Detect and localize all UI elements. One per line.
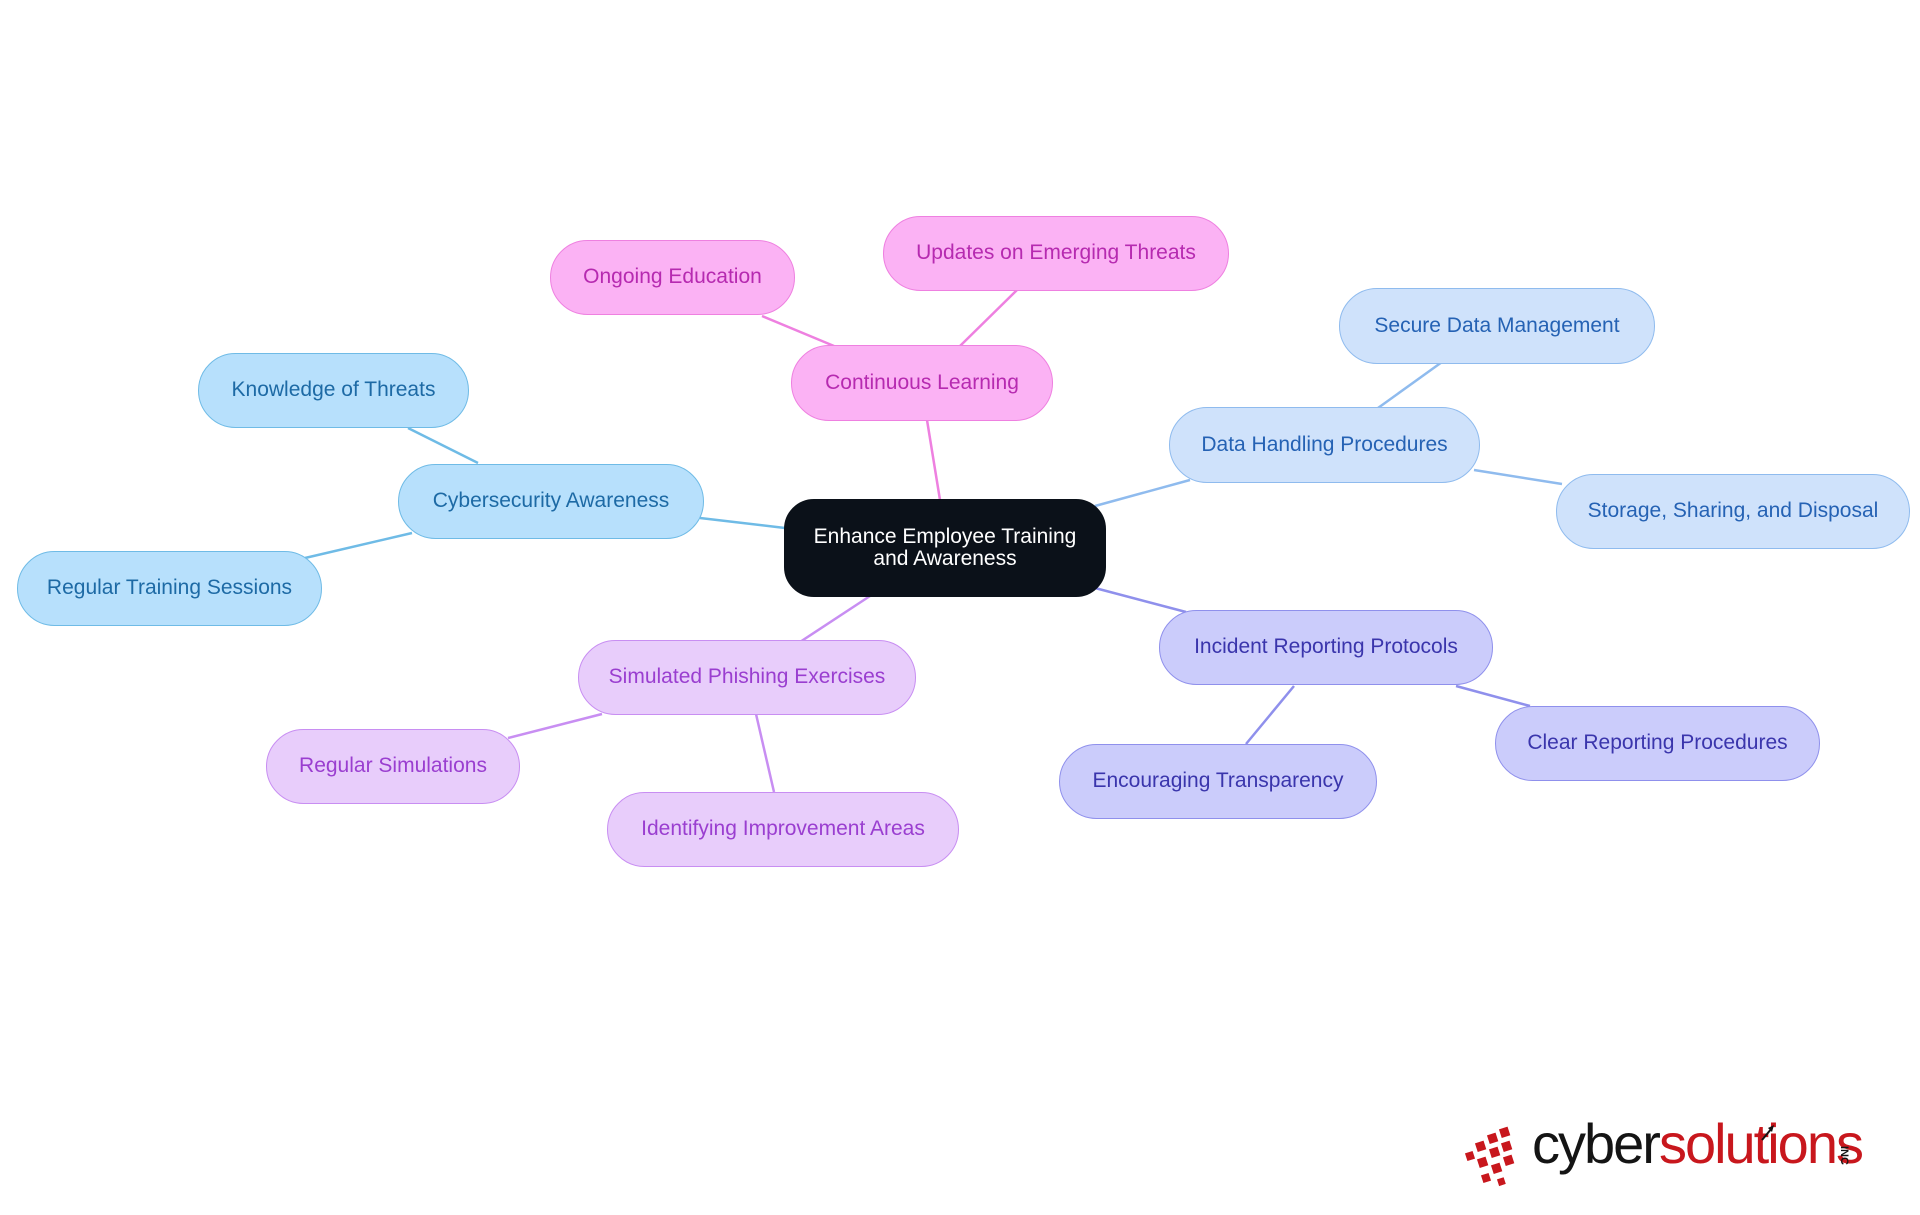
node-cybersecurity-awareness[interactable]: Cybersecurity Awareness xyxy=(398,464,704,539)
edge-center-continuous xyxy=(925,419,942,501)
edge-cybersecurity-knowledge xyxy=(407,426,479,465)
edge-data-storage xyxy=(1473,468,1563,486)
edge-phishing-regular xyxy=(507,712,603,740)
node-clear-reporting-procedures[interactable]: Clear Reporting Procedures xyxy=(1495,706,1820,781)
node-regular-simulations[interactable]: Regular Simulations xyxy=(266,729,520,804)
edge-data-secure xyxy=(1377,360,1443,410)
edge-phishing-identifying xyxy=(754,713,776,793)
node-ongoing-education[interactable]: Ongoing Education xyxy=(550,240,795,315)
edge-continuous-ongoing xyxy=(761,314,835,348)
edge-center-data xyxy=(1094,478,1191,508)
logo-arrow-icon xyxy=(1761,1125,1774,1141)
node-updates-on-emerging-threats[interactable]: Updates on Emerging Threats xyxy=(883,216,1229,291)
logo-mark-icon xyxy=(1464,1126,1515,1187)
center-node-line1: Enhance Employee Training xyxy=(813,524,1077,548)
edge-incident-encouraging xyxy=(1245,685,1295,745)
node-incident-reporting-protocols[interactable]: Incident Reporting Protocols xyxy=(1159,610,1493,685)
node-identifying-improvement-areas[interactable]: Identifying Improvement Areas xyxy=(607,792,959,867)
logo-text-cyber: cyber xyxy=(1532,1112,1661,1175)
node-simulated-phishing-exercises[interactable]: Simulated Phishing Exercises xyxy=(578,640,916,715)
node-continuous-learning[interactable]: Continuous Learning xyxy=(791,345,1053,421)
node-data-handling-procedures[interactable]: Data Handling Procedures xyxy=(1169,407,1480,483)
edge-continuous-updates xyxy=(959,289,1018,347)
node-secure-data-management[interactable]: Secure Data Management xyxy=(1339,288,1655,364)
edge-incident-clear xyxy=(1455,684,1531,708)
edge-center-cybersecurity xyxy=(699,516,786,530)
logo-text-inc: INC xyxy=(1838,1146,1850,1165)
node-regular-training-sessions[interactable]: Regular Training Sessions xyxy=(17,551,322,626)
edge-center-incident xyxy=(1094,586,1187,614)
edge-center-phishing xyxy=(799,594,871,644)
center-node-line2: and Awareness xyxy=(873,547,1017,570)
edge-cybersecurity-training xyxy=(304,531,413,560)
center-node[interactable]: Enhance Employee Training and Awareness xyxy=(784,499,1106,597)
cybersolutions-logo: cybersolutions INC xyxy=(1462,1116,1872,1192)
logo-wordmark: cybersolutions xyxy=(1532,1116,1864,1172)
node-encouraging-transparency[interactable]: Encouraging Transparency xyxy=(1059,744,1377,819)
node-knowledge-of-threats[interactable]: Knowledge of Threats xyxy=(198,353,469,428)
logo-text-solutions: solutions xyxy=(1658,1112,1864,1175)
node-storage-sharing-disposal[interactable]: Storage, Sharing, and Disposal xyxy=(1556,474,1910,549)
